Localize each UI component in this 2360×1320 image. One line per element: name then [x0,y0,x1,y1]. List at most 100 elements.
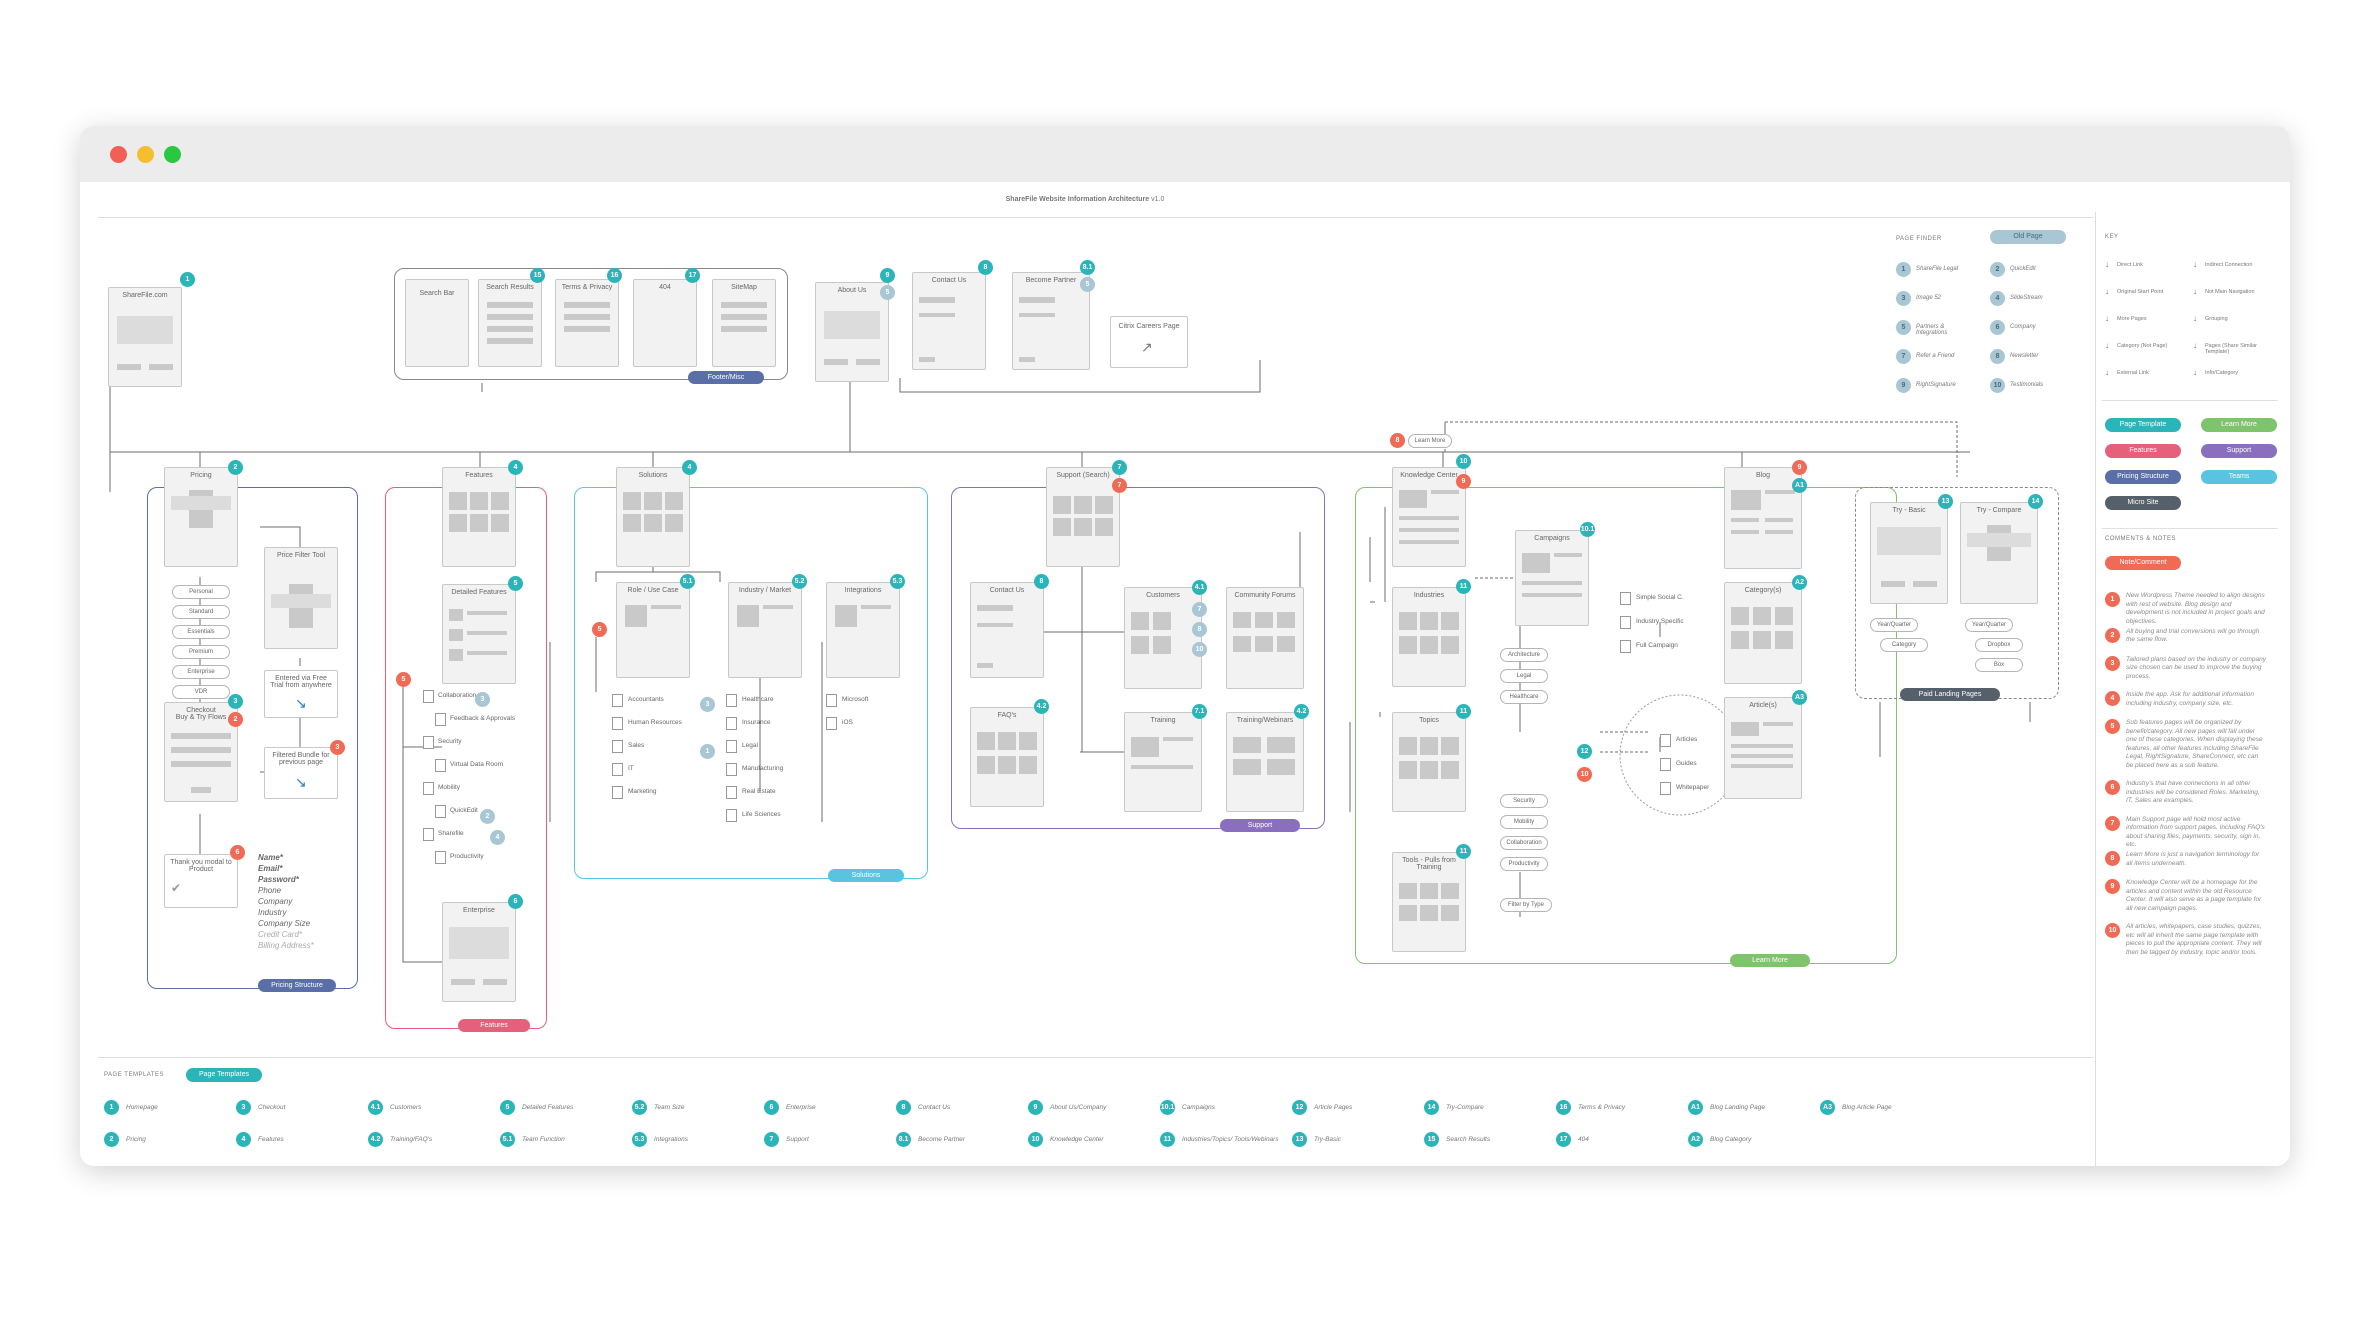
try-compare-sub-pill[interactable]: Box [1975,658,2023,672]
template-label[interactable]: Try-Compare [1446,1104,1484,1111]
pricing-plan-pill[interactable]: VDR [172,685,230,699]
page-integrations[interactable]: Integrations [826,582,900,678]
feature-item-label[interactable]: Productivity [450,853,484,860]
campaign-item-label[interactable]: Full Campaign [1636,642,1678,649]
old-page-button[interactable]: Old Page [1990,230,2066,244]
note-comment-button[interactable]: Note/Comment [2105,556,2181,570]
template-label[interactable]: About Us/Company [1050,1104,1107,1111]
legend-pill[interactable]: Micro Site [2105,496,2181,510]
template-label[interactable]: Article Pages [1314,1104,1353,1111]
page-finder-label[interactable]: RightSignature [1916,382,1956,388]
page-industry[interactable]: Industry / Market [728,582,802,678]
feature-item-label[interactable]: Security [438,738,462,745]
template-label[interactable]: Industries/Topics/ Tools/Webinars [1182,1136,1279,1143]
template-label[interactable]: Blog Category [1710,1136,1752,1143]
feature-item-label[interactable]: Mobility [438,784,461,791]
page-finder-label[interactable]: Company [2010,324,2036,330]
template-label[interactable]: Customers [390,1104,422,1111]
pricing-plan-pill[interactable]: Essentials [172,625,230,639]
industry-tag-pill[interactable]: Healthcare [1500,690,1548,704]
pricing-plan-pill[interactable]: Personal [172,585,230,599]
pricing-plan-pill[interactable]: Enterprise [172,665,230,679]
role-item-label[interactable]: Sales [628,742,645,749]
content-type-label[interactable]: Whitepaper [1676,784,1710,791]
template-label[interactable]: Detailed Features [522,1104,574,1111]
topic-tag-pill[interactable]: Mobility [1500,815,1548,829]
page-finder-label[interactable]: Testimonials [2010,382,2044,388]
industry-item-label[interactable]: Real Estate [742,788,776,795]
page-terms[interactable]: Terms & Privacy [555,279,619,367]
page-finder-label[interactable]: ShareFile Legal [1916,266,1959,272]
template-label[interactable]: Blog Landing Page [1710,1104,1765,1111]
industry-tag-pill[interactable]: Architecture [1500,648,1548,662]
feature-item-label[interactable]: Feedback & Approvals [450,715,516,722]
page-finder-label[interactable]: Image 52 [1916,295,1942,301]
industry-item-label[interactable]: Legal [742,742,758,749]
legend-pill[interactable]: Teams [2201,470,2277,484]
minimize-window-button[interactable] [137,146,154,163]
campaign-item-label[interactable]: Simple Social C. [1636,594,1684,601]
page-solutions[interactable]: Solutions [616,467,690,567]
page-search-bar[interactable]: Search Bar [405,279,469,367]
page-finder-label[interactable]: SlideStream [2010,295,2043,301]
industry-tag-pill[interactable]: Legal [1500,669,1548,683]
page-finder-label[interactable]: QuickEdit [2010,266,2036,272]
industry-item-label[interactable]: Life Sciences [742,811,781,818]
page-careers[interactable]: Citrix Careers Page ↗ [1110,316,1188,368]
template-label[interactable]: 404 [1578,1136,1589,1143]
page-campaigns[interactable]: Campaigns [1515,530,1589,626]
template-label[interactable]: Checkout [258,1104,286,1111]
feature-item-label[interactable]: Collaboration [438,692,477,699]
page-detailed-features[interactable]: Detailed Features [442,584,516,684]
template-label[interactable]: Enterprise [786,1104,816,1111]
pricing-plan-pill[interactable]: Premium [172,645,230,659]
page-sharefile[interactable]: ShareFile.com [108,287,182,387]
page-filtered-bundle[interactable]: Filtered Bundle for previous page ↘ [264,747,338,799]
legend-pill[interactable]: Pricing Structure [2105,470,2181,484]
try-compare-sub-pill[interactable]: Year/Quarter [1965,618,2013,632]
page-search-results[interactable]: Search Results [478,279,542,367]
page-checkout[interactable]: Checkout Buy & Try Flows [164,702,238,802]
page-404[interactable]: 404 [633,279,697,367]
page-role[interactable]: Role / Use Case [616,582,690,678]
page-customers[interactable]: Customers [1124,587,1202,689]
page-training[interactable]: Training [1124,712,1202,812]
template-label[interactable]: Homepage [126,1104,158,1111]
page-category[interactable]: Category(s) [1724,582,1802,684]
industry-item-label[interactable]: Manufacturing [742,765,784,772]
content-type-label[interactable]: Guides [1676,760,1697,767]
legend-pill[interactable]: Features [2105,444,2181,458]
template-label[interactable]: Campaigns [1182,1104,1215,1111]
topic-tag-pill[interactable]: Collaboration [1500,836,1548,850]
industry-item-label[interactable]: Healthcare [742,696,774,703]
page-thankyou[interactable]: Thank you modal to Product ✔ [164,854,238,908]
try-basic-sub-pill[interactable]: Year/Quarter [1870,618,1918,632]
pricing-plan-pill[interactable]: Standard [172,605,230,619]
content-type-label[interactable]: Articles [1676,736,1698,743]
page-try-compare[interactable]: Try - Compare [1960,502,2038,604]
page-support[interactable]: Support (Search) [1046,467,1120,567]
template-label[interactable]: Support [786,1136,809,1143]
pill-learn-more[interactable]: Learn More [1408,434,1452,448]
template-label[interactable]: Knowledge Center [1050,1136,1104,1143]
page-topics[interactable]: Topics [1392,712,1466,812]
feature-item-label[interactable]: Sharefile [438,830,464,837]
page-finder-label[interactable]: Partners & Integrations [1916,324,1948,336]
template-label[interactable]: Search Results [1446,1136,1491,1143]
template-label[interactable]: Try-Basic [1314,1136,1341,1143]
page-price-filter[interactable]: Price Filter Tool [264,547,338,649]
close-window-button[interactable] [110,146,127,163]
page-features[interactable]: Features [442,467,516,567]
template-label[interactable]: Team Function [522,1136,565,1143]
try-basic-sub-pill[interactable]: Category [1880,638,1928,652]
page-webinars[interactable]: Training/Webinars [1226,712,1304,812]
page-forums[interactable]: Community Forums [1226,587,1304,689]
feature-item-label[interactable]: QuickEdit [450,807,478,814]
template-label[interactable]: Blog Article Page [1842,1104,1892,1111]
template-label[interactable]: Terms & Privacy [1578,1104,1626,1111]
template-label[interactable]: Integrations [654,1136,688,1143]
page-finder-label[interactable]: Refer a Friend [1916,353,1955,359]
page-pricing[interactable]: Pricing [164,467,238,567]
feature-item-label[interactable]: Virtual Data Room [450,761,503,768]
template-label[interactable]: Become Partner [918,1136,965,1143]
